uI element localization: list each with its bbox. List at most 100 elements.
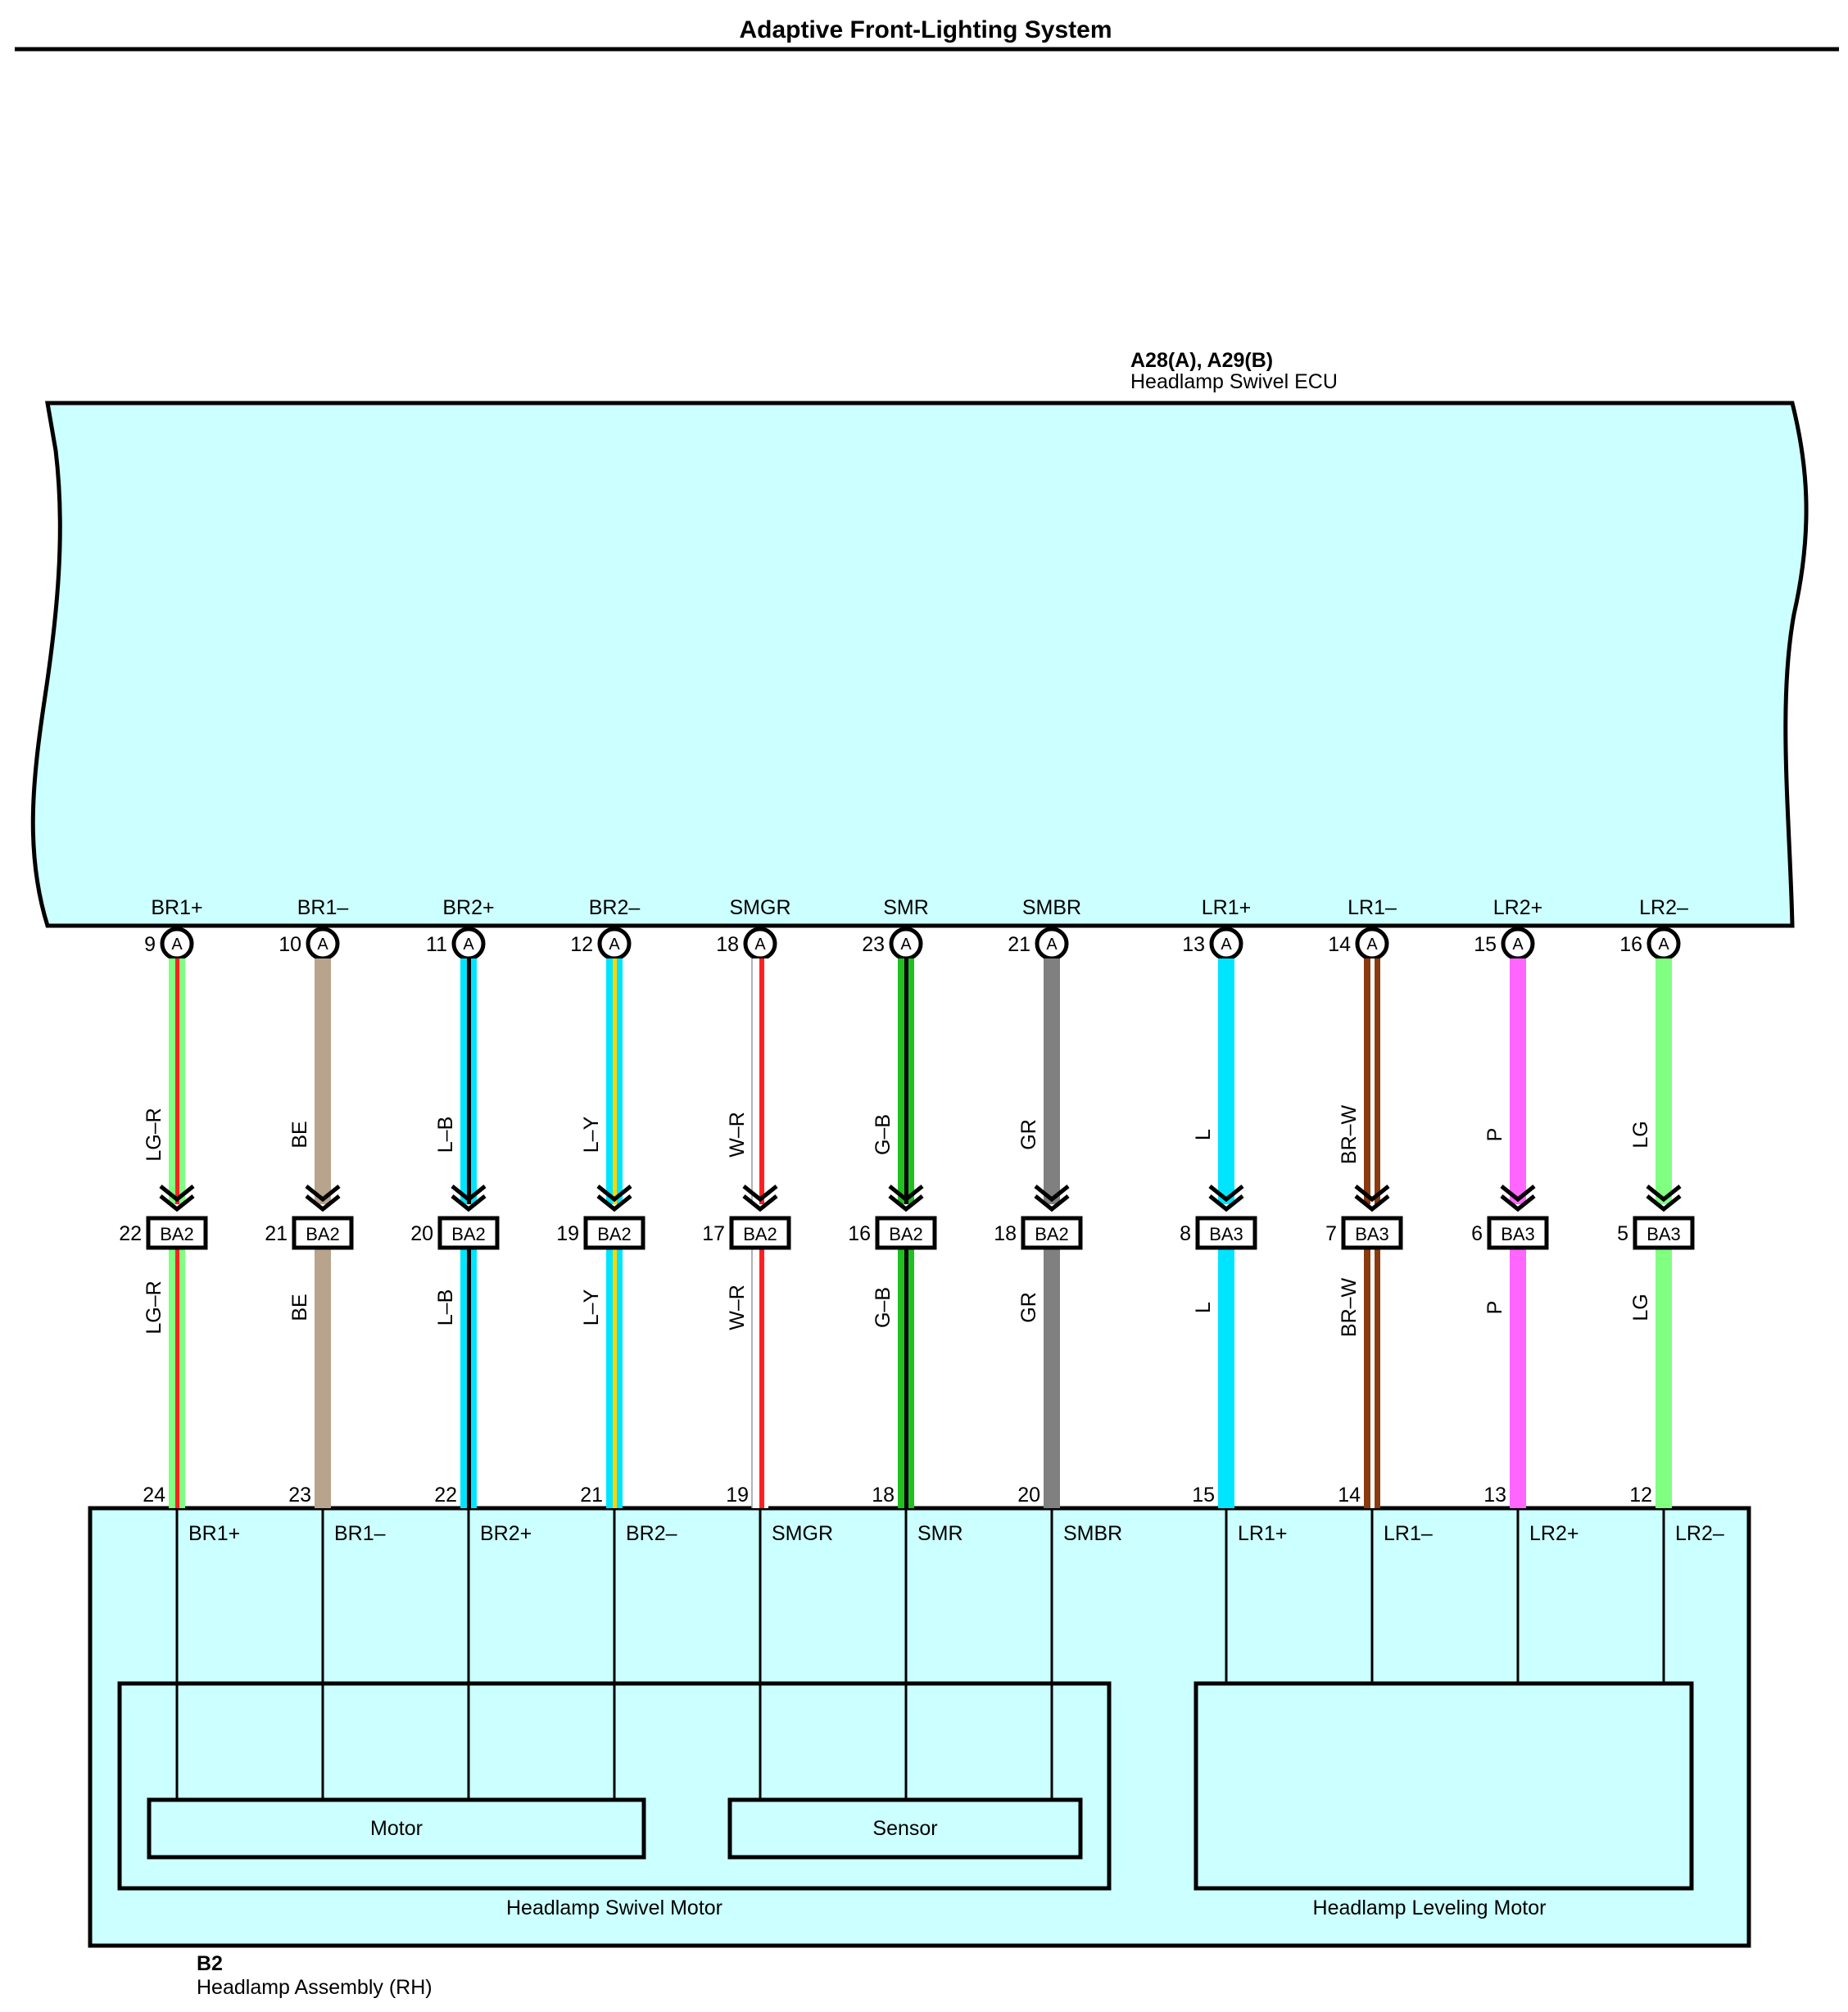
junction-arrow [888, 1194, 924, 1212]
ecu-signal-label: SMGR [730, 896, 791, 919]
ecu-signal-label: BR2+ [442, 896, 494, 919]
motor-box [147, 1797, 646, 1860]
wire-stripe [904, 958, 908, 1204]
sensor-label: Sensor [872, 1817, 937, 1840]
ecu-connector-letter: A [463, 936, 474, 954]
ecu-pin-number: 14 [1328, 933, 1351, 956]
assembly-signal-label: LR1+ [1238, 1522, 1287, 1545]
junction-arrow [1354, 1194, 1390, 1212]
wire-color-label: L–B [434, 1289, 457, 1325]
wire-segment [315, 1249, 331, 1508]
ecu-signal-label: SMBR [1022, 896, 1081, 919]
wire-color-label: L [1192, 1129, 1215, 1140]
wire-stripe [175, 958, 179, 1204]
junction-pin-number: 21 [265, 1222, 288, 1245]
junction-connector-box [146, 1216, 208, 1250]
assembly-signal-label: LR1– [1384, 1522, 1433, 1545]
wire-color-label: P [1483, 1301, 1506, 1315]
wire-stripe [1370, 958, 1375, 1204]
junction-connector-box [1633, 1216, 1695, 1250]
junction-pin-number: 22 [119, 1222, 142, 1245]
wire-stripe [759, 958, 764, 1204]
ecu-pin-number: 16 [1619, 933, 1642, 956]
ecu-signal-label: LR2+ [1493, 896, 1542, 919]
junction-connector-label: BA3 [1209, 1224, 1243, 1244]
ecu-name: Headlamp Swivel ECU [1130, 370, 1338, 393]
assembly-pin-number: 24 [143, 1484, 165, 1507]
junction-pin-number: 17 [702, 1222, 725, 1245]
wire-segment [1656, 958, 1672, 1204]
junction-pin-number: 16 [848, 1222, 871, 1245]
junction-arrow [596, 1185, 632, 1203]
junction-arrow [1208, 1185, 1244, 1203]
junction-pin-number: 6 [1471, 1222, 1483, 1245]
ecu-connector-letter: A [171, 936, 183, 954]
assembly-signal-label: SMGR [772, 1522, 833, 1545]
ecu-signal-label: LR1+ [1202, 896, 1251, 919]
ecu-signal-label: BR2– [589, 896, 641, 919]
wire-segment [1218, 1249, 1234, 1508]
wire-segment [1044, 1249, 1060, 1508]
ecu-signal-label: BR1– [297, 896, 349, 919]
junction-pin-number: 7 [1325, 1222, 1337, 1245]
wire-color-label: G–B [872, 1287, 895, 1328]
wire-color-label: W–R [726, 1112, 749, 1158]
assembly-pin-number: 15 [1192, 1484, 1215, 1507]
wire-segment [1510, 958, 1526, 1204]
ecu-connector-letter: A [754, 936, 766, 954]
wire-color-label: P [1483, 1128, 1506, 1142]
junction-arrow [742, 1185, 778, 1203]
junction-connector-box [437, 1216, 500, 1250]
ecu-signal-label: LR1– [1348, 896, 1397, 919]
junction-connector-box [1195, 1216, 1257, 1250]
junction-connector-box [1487, 1216, 1549, 1250]
junction-connector-label: BA2 [160, 1224, 194, 1244]
wire-stripe [904, 1249, 908, 1508]
assembly-pin-number: 20 [1017, 1484, 1040, 1507]
wire-color-label: LG–R [143, 1280, 165, 1334]
ecu-signal-label: BR1+ [151, 896, 202, 919]
ecu-signal-label: SMR [883, 896, 929, 919]
wire-segment [1656, 1249, 1672, 1508]
wire-group: BR1+A9LG–RLG–RBA22224BR1+BR1–A10BEBEBA22… [119, 896, 1724, 1800]
assembly-pin-number: 23 [288, 1484, 311, 1507]
junction-arrow [159, 1194, 195, 1212]
junction-arrow [305, 1185, 341, 1203]
junction-arrow [1500, 1194, 1536, 1212]
wire-color-label: BE [288, 1121, 311, 1148]
wire-color-label: L [1192, 1302, 1215, 1313]
junction-connector-box [1021, 1216, 1083, 1250]
wire-stripe [613, 958, 617, 1204]
assembly-pin-number: 12 [1629, 1484, 1652, 1507]
assembly-signal-label: BR2+ [480, 1522, 532, 1545]
wire-stripe [175, 1249, 179, 1508]
junction-connector-label: BA2 [1035, 1224, 1069, 1244]
junction-arrow [451, 1194, 487, 1212]
assembly-pin-number: 14 [1338, 1484, 1361, 1507]
wire-stripe [613, 1249, 617, 1508]
wire-color-label: LG [1629, 1294, 1652, 1321]
ecu-connector-letter: A [1658, 936, 1669, 954]
junction-connector-box [292, 1216, 354, 1250]
wire-segment [1044, 958, 1060, 1204]
assembly-id: B2 [197, 1952, 223, 1975]
assembly-signal-label: SMBR [1063, 1522, 1122, 1545]
wire-stripe [759, 1249, 764, 1508]
leveling-motor-label: Headlamp Leveling Motor [1313, 1896, 1547, 1919]
ecu-connector-letter: A [1221, 936, 1232, 954]
junction-connector-box [729, 1216, 791, 1250]
junction-pin-number: 20 [410, 1222, 433, 1245]
wire-color-label: L–Y [580, 1116, 603, 1153]
junction-arrow [451, 1185, 487, 1203]
wire-color-label: G–B [872, 1114, 895, 1155]
ecu-connector-letter: A [1512, 936, 1524, 954]
junction-pin-number: 8 [1180, 1222, 1191, 1245]
assembly-signal-label: BR1+ [188, 1522, 240, 1545]
ecu-connector-letter: A [1046, 936, 1058, 954]
junction-arrow [596, 1194, 632, 1212]
junction-connector-label: BA2 [889, 1224, 923, 1244]
ecu-box [30, 401, 1809, 928]
sensor-box [727, 1797, 1083, 1860]
junction-arrow [742, 1194, 778, 1212]
wire-stripe [1370, 1249, 1375, 1508]
